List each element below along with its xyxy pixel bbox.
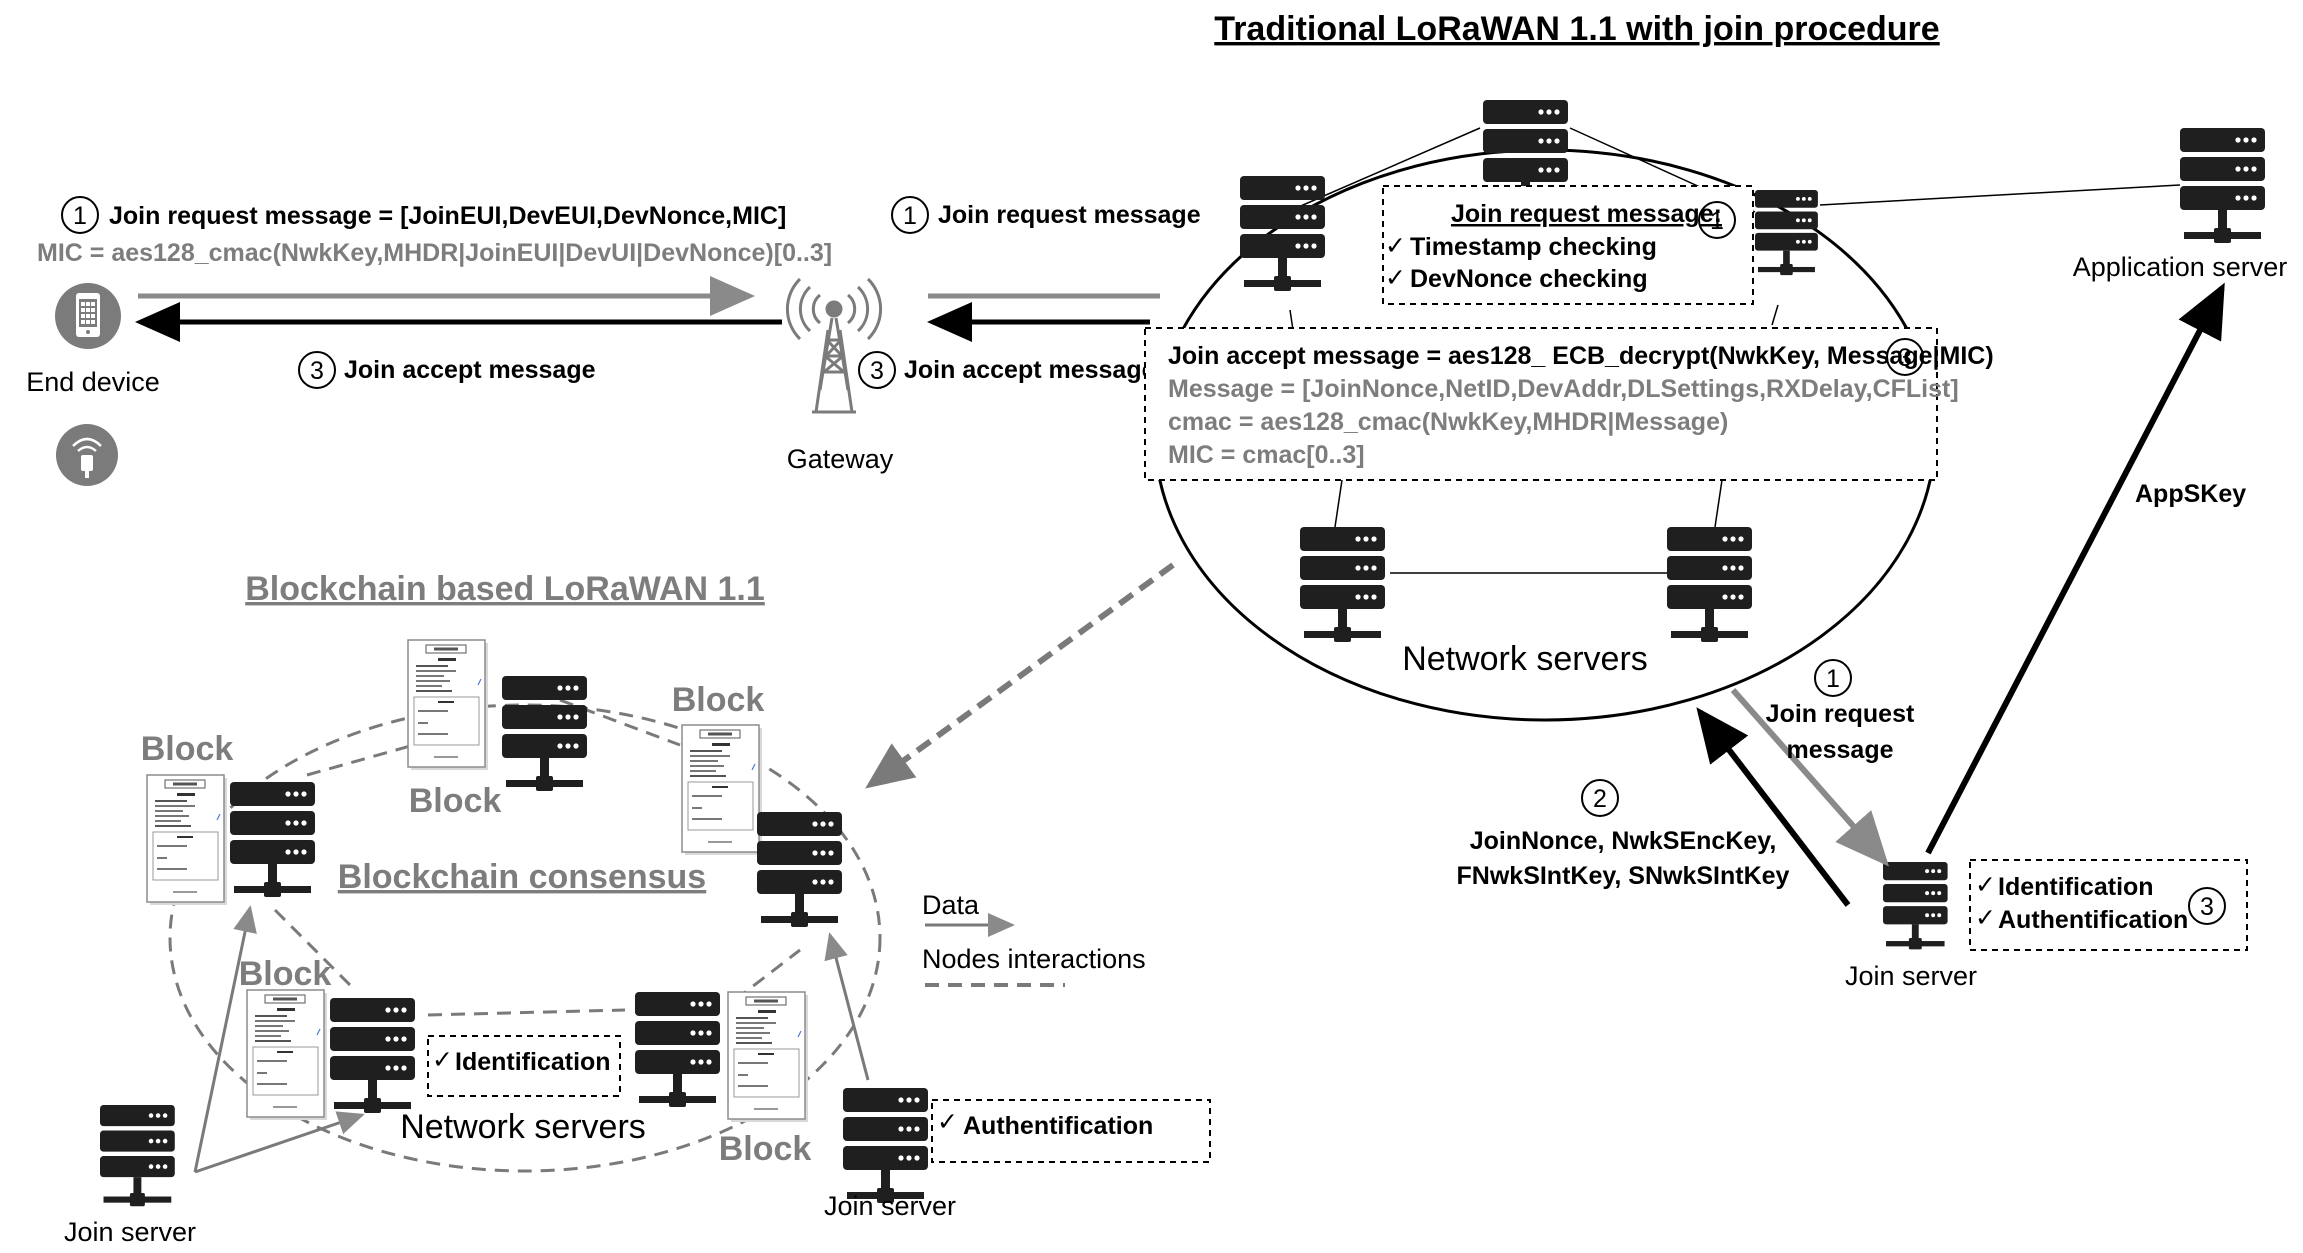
network-server-bottom-right	[1667, 527, 1752, 642]
block-document-right	[681, 724, 763, 856]
join-accept-mid-text: Join accept message	[904, 356, 1156, 384]
gateway-label: Gateway	[787, 444, 894, 474]
appskey-label: AppSKey	[2135, 480, 2246, 508]
blockchain-server-right	[757, 812, 842, 927]
join-accept-left-text: Join accept message	[344, 356, 596, 384]
network-server-right	[1755, 190, 1818, 276]
blockchain-join-server-left	[100, 1105, 175, 1207]
blockchain-server-bottom-right	[635, 992, 720, 1107]
session-keys-line2: FNwkSIntKey, SNwkSIntKey	[1457, 862, 1790, 890]
join-request-arrow-to-js	[1730, 688, 1889, 867]
blockchain-server-left	[230, 782, 315, 897]
application-server-label: Application server	[2073, 252, 2288, 282]
step1-number: 1	[73, 202, 87, 230]
end-device-phone-icon	[55, 283, 121, 349]
block-document-top	[407, 639, 489, 771]
block-label-right: Block	[672, 681, 765, 719]
step1-circle-box	[1698, 201, 1736, 239]
join-server-icon	[1883, 862, 1948, 950]
blockchain-ellipse	[168, 703, 882, 1173]
block-document-bottom-right	[727, 991, 809, 1123]
step2-number-js: 2	[1593, 785, 1607, 813]
check-icon: ✓	[1385, 264, 1406, 292]
blockchain-join-server-left-label: Join server	[64, 1217, 196, 1247]
step1-number-mid: 1	[903, 202, 917, 230]
step2-circle-js	[1581, 779, 1619, 817]
end-device-sensor-icon	[56, 424, 118, 486]
step3-number-left: 3	[310, 357, 324, 385]
data-arrow-js-to-left-server	[193, 905, 257, 1173]
step1-circle-mid	[891, 196, 929, 234]
step3-circle-js	[2188, 887, 2226, 925]
check-icon: ✓	[1975, 904, 1996, 932]
authentification-text: Authentification	[1998, 906, 2188, 934]
check-icon: ✓	[937, 1108, 958, 1136]
traditional-title: Traditional LoRaWAN 1.1 with join proced…	[1214, 10, 1939, 48]
blockchain-join-server-right-label: Join server	[824, 1191, 956, 1221]
step1-number-box: 1	[1710, 207, 1724, 235]
block-label-left: Block	[141, 730, 234, 768]
network-server-links	[1279, 127, 2181, 574]
check-icon: ✓	[1385, 232, 1406, 260]
identification-text: Identification	[1998, 873, 2154, 901]
join-request-mid-text: Join request message	[938, 201, 1201, 229]
blockchain-server-bottom-left	[330, 998, 415, 1113]
blockchain-identification-text: Identification	[455, 1048, 611, 1076]
join-accept-formula-box	[1144, 327, 1938, 481]
step3-number-js: 3	[2200, 893, 2214, 921]
legend-data-label: Data	[922, 890, 980, 920]
step1-number-js: 1	[1826, 665, 1840, 693]
join-request-check-box	[1382, 185, 1754, 305]
network-server-bottom-left	[1300, 527, 1385, 642]
blockchain-title: Blockchain based LoRaWAN 1.1	[245, 570, 765, 608]
blockchain-consensus-label: Blockchain consensus	[338, 858, 706, 896]
step3-number-mid: 3	[870, 357, 884, 385]
network-server-left	[1240, 176, 1325, 291]
check-icon: ✓	[1975, 871, 1996, 899]
blockchain-authentification-text: Authentification	[963, 1112, 1153, 1140]
step1-circle-js	[1814, 659, 1852, 697]
blockchain-authentification-box	[931, 1099, 1211, 1163]
accept-formula-line2: Message = [JoinNonce,NetID,DevAddr,DLSet…	[1168, 375, 1959, 403]
join-server-label: Join server	[1845, 961, 1977, 991]
step3-circle-mid	[858, 351, 896, 389]
session-keys-arrow-to-ns	[1696, 707, 1851, 907]
timestamp-check-text: Timestamp checking	[1410, 233, 1657, 261]
end-device-label: End device	[26, 367, 160, 397]
block-label-bottom-left: Block	[239, 955, 332, 993]
join-request-full-text: Join request message = [JoinEUI,DevEUI,D…	[109, 202, 786, 230]
transition-dashed-arrow	[865, 562, 1175, 789]
check-icon: ✓	[432, 1046, 453, 1074]
step3-number-box: 3	[1898, 344, 1912, 372]
block-document-bottom-left	[246, 989, 328, 1121]
appskey-arrow	[1925, 282, 2225, 855]
block-label-top: Block	[409, 782, 502, 820]
blockchain-join-server-right	[843, 1088, 928, 1203]
devnonce-check-text: DevNonce checking	[1410, 265, 1648, 293]
step1-circle	[61, 196, 99, 234]
legend-nodes-interactions-label: Nodes interactions	[922, 944, 1146, 974]
block-document-left	[146, 774, 228, 906]
accept-formula-line3: cmac = aes128_cmac(NwkKey,MHDR|Message)	[1168, 408, 1728, 436]
accept-formula-line1: Join accept message = aes128_ ECB_decryp…	[1168, 342, 1994, 370]
join-request-js-line1: Join request	[1766, 700, 1915, 728]
join-request-js-line2: message	[1786, 736, 1893, 764]
step3-circle-left	[298, 351, 336, 389]
join-request-box-title: Join request message:	[1451, 200, 1722, 228]
blockchain-identification-box	[427, 1035, 621, 1097]
gateway-antenna-icon	[785, 277, 883, 414]
accept-formula-line4: MIC = cmac[0..3]	[1168, 441, 1365, 469]
block-label-bottom-right: Block	[719, 1130, 812, 1168]
network-servers-label: Network servers	[1402, 640, 1648, 678]
blockchain-network-servers-label: Network servers	[400, 1108, 646, 1146]
step3-circle-box	[1886, 338, 1924, 376]
data-arrow-js-to-right-server	[824, 932, 870, 1081]
data-arrow-js-to-bottom-server	[194, 1111, 365, 1174]
application-server-icon	[2180, 128, 2265, 243]
mic-formula-text: MIC = aes128_cmac(NwkKey,MHDR|JoinEUI|De…	[37, 239, 832, 267]
session-keys-line1: JoinNonce, NwkSEncKey,	[1470, 827, 1777, 855]
blockchain-server-top	[502, 676, 587, 791]
join-server-check-box	[1969, 859, 2248, 951]
